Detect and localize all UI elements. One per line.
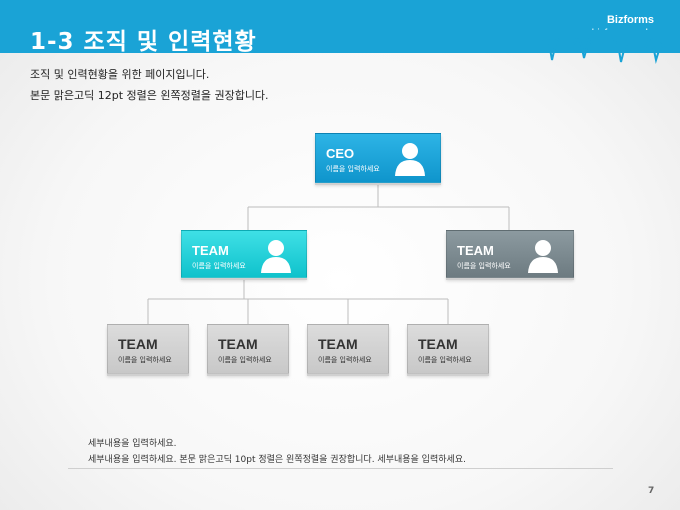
subteam-4-title: TEAM: [418, 336, 458, 352]
team-box-right: TEAM 이름을 입력하세요: [446, 230, 574, 278]
subteam-3-name-placeholder: 이름을 입력하세요: [318, 356, 372, 364]
page-number: 7: [648, 486, 655, 496]
intro-line-2: 본문 맑은고딕 12pt 정렬은 왼쪽정렬을 권장합니다.: [30, 89, 269, 102]
subteam-box-2: TEAM 이름을 입력하세요: [207, 324, 289, 374]
ceo-name-placeholder: 이름을 입력하세요: [326, 165, 380, 173]
subteam-2-name-placeholder: 이름을 입력하세요: [218, 356, 272, 364]
team-box-left: TEAM 이름을 입력하세요: [181, 230, 307, 278]
ceo-box: CEO 이름을 입력하세요: [315, 133, 441, 183]
subteam-1-title: TEAM: [118, 336, 158, 352]
subteam-box-1: TEAM 이름을 입력하세요: [107, 324, 189, 374]
details-line-1: 세부내용을 입력하세요.: [88, 439, 177, 449]
page-title: 1-3 조직 및 인력현황: [30, 29, 257, 55]
heartbeat-wave-icon: [530, 30, 680, 64]
team-left-title: TEAM: [192, 243, 229, 258]
subteam-box-3: TEAM 이름을 입력하세요: [307, 324, 389, 374]
ceo-title: CEO: [326, 146, 355, 161]
brand-name: Bizforms: [606, 14, 654, 26]
subteam-1-name-placeholder: 이름을 입력하세요: [118, 356, 172, 364]
person-icon: [395, 143, 425, 176]
subteam-box-4: TEAM 이름을 입력하세요: [407, 324, 489, 374]
subteam-4-name-placeholder: 이름을 입력하세요: [418, 356, 472, 364]
header-bar: 1-3 조직 및 인력현황 Bizforms www.bizforms.co.k…: [0, 0, 680, 55]
person-icon: [528, 240, 558, 273]
details-line-2: 세부내용을 입력하세요. 본문 맑은고딕 10pt 정렬은 왼쪽정렬을 권장합니…: [88, 455, 466, 465]
subteam-2-title: TEAM: [218, 336, 258, 352]
team-right-title: TEAM: [457, 243, 494, 258]
team-right-name-placeholder: 이름을 입력하세요: [457, 262, 511, 270]
intro-line-1: 조직 및 인력현황을 위한 페이지입니다.: [30, 68, 210, 81]
details-box: 세부내용을 입력하세요. 세부내용을 입력하세요. 본문 맑은고딕 10pt 정…: [68, 432, 613, 469]
person-icon: [261, 240, 291, 273]
subteam-3-title: TEAM: [318, 336, 358, 352]
team-left-name-placeholder: 이름을 입력하세요: [192, 262, 246, 270]
